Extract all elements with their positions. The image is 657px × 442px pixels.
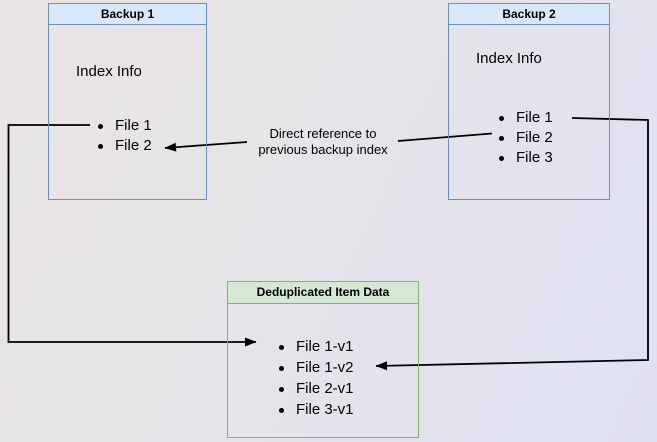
edge-annotation-line2: previous backup index <box>258 141 388 157</box>
edge-annotation: Direct reference to previous backup inde… <box>238 126 408 157</box>
list-item: File 2-v1 <box>276 378 354 399</box>
node-dedup-title: Deduplicated Item Data <box>228 282 418 304</box>
node-backup1-subtitle: Index Info <box>76 63 142 80</box>
node-backup2-subtitle: Index Info <box>476 50 542 67</box>
list-item: File 3-v1 <box>276 399 354 420</box>
list-item: File 1 <box>95 116 152 136</box>
backup1-file-list: File 1 File 2 <box>95 116 152 156</box>
list-item: File 3 <box>496 148 553 168</box>
list-item: File 1-v1 <box>276 336 354 357</box>
list-item: File 1 <box>496 108 553 128</box>
node-backup1: Backup 1 Index Info File 1 File 2 <box>48 3 207 200</box>
node-backup2-title: Backup 2 <box>449 4 609 25</box>
dedup-file-list: File 1-v1 File 1-v2 File 2-v1 File 3-v1 <box>276 336 354 420</box>
edge-annotation-line1: Direct reference to <box>269 126 377 141</box>
backup2-file-list: File 1 File 2 File 3 <box>496 108 553 168</box>
node-backup1-title: Backup 1 <box>49 4 206 25</box>
list-item: File 1-v2 <box>276 357 354 378</box>
list-item: File 2 <box>95 136 152 156</box>
node-backup2: Backup 2 Index Info File 1 File 2 File 3 <box>448 3 610 200</box>
node-dedup: Deduplicated Item Data File 1-v1 File 1-… <box>227 281 419 438</box>
list-item: File 2 <box>496 128 553 148</box>
